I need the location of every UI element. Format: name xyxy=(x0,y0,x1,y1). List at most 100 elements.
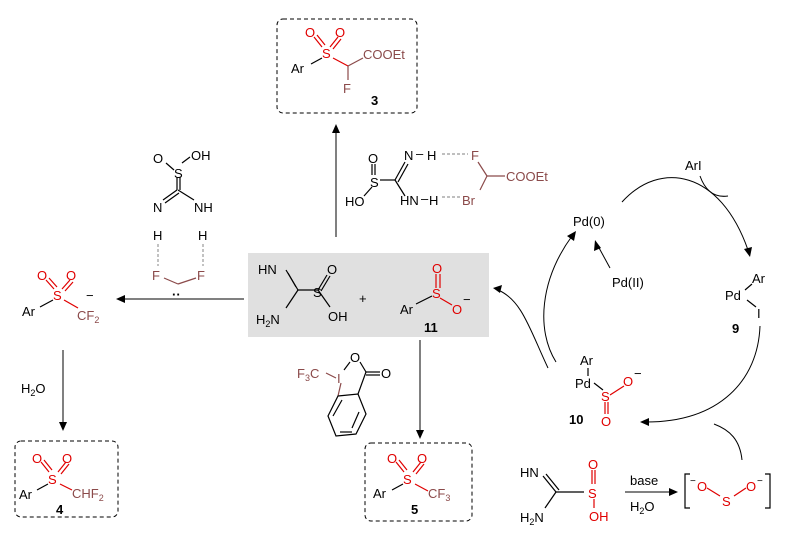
bottom-h2n-h: H xyxy=(520,510,529,525)
c10-pd: Pd xyxy=(575,376,591,391)
arc-9-to-10 xyxy=(645,325,761,423)
ctl-f-right: F xyxy=(197,268,205,283)
p5-cf3-text: CF xyxy=(428,486,445,501)
bromoester-bonds xyxy=(477,161,505,191)
p4-chf2: CHF2 xyxy=(72,486,104,503)
sulfinate-s: S xyxy=(432,286,441,301)
p4-o-right: O xyxy=(62,451,72,466)
ctl-f-left: F xyxy=(152,268,160,283)
cm-n: N xyxy=(404,148,413,163)
so2-minus-right: − xyxy=(757,476,763,487)
so2-minus-left: − xyxy=(690,476,696,487)
p5-o-right: O xyxy=(417,451,427,466)
cm-o: O xyxy=(368,151,378,166)
ctl-h-right: H xyxy=(198,228,207,243)
arrow-to-3-head xyxy=(332,124,340,133)
ctl-n: N xyxy=(153,200,162,215)
p5-ar: Ar xyxy=(373,486,387,501)
reagent-o: O xyxy=(327,262,337,277)
togni-cf3: F3C xyxy=(297,366,319,383)
product-3-box xyxy=(276,18,418,114)
compound-label-3: 3 xyxy=(371,93,378,108)
ctl-s: S xyxy=(174,166,183,181)
ari-label: ArI xyxy=(685,158,702,173)
arrow-to-left-head xyxy=(116,295,125,303)
cm-s: S xyxy=(370,175,379,190)
complex-topleft-bonds xyxy=(162,156,195,204)
c10-o-right: O xyxy=(623,374,633,389)
bottom-oh: OH xyxy=(589,509,609,524)
arrow-cycle-to-11 xyxy=(497,289,549,369)
reagent-oh: OH xyxy=(328,309,348,324)
sl-s: S xyxy=(53,288,62,303)
c9-bond-ar xyxy=(744,283,753,291)
pd2-label: Pd(II) xyxy=(612,275,644,290)
p3-f: F xyxy=(343,81,351,96)
h2o-bottom: H2O xyxy=(630,499,655,516)
c10-o-bottom: O xyxy=(601,414,611,429)
reagent-h2n: H2N xyxy=(256,312,280,329)
sulfinate-o-right: O xyxy=(452,302,462,317)
bottom-s: S xyxy=(588,486,597,501)
p4-chf2-sub: 2 xyxy=(99,493,104,503)
reagent-h2n-n: N xyxy=(270,312,279,327)
arrow-to-5-head xyxy=(416,430,424,439)
center-box xyxy=(248,253,489,337)
so2-o-right: O xyxy=(746,479,756,494)
cm-hn: HN xyxy=(400,193,419,208)
togni-cf3-f: F xyxy=(297,366,305,381)
h2o-bottom-sub: 2 xyxy=(639,506,644,516)
arrow-pd2-to-pd0-head xyxy=(594,240,601,251)
arc-pd0-to-9-head xyxy=(744,247,752,257)
sulfinate-ar: Ar xyxy=(400,302,414,317)
cm-f: F xyxy=(471,148,479,163)
p4-ar: Ar xyxy=(19,487,33,502)
h2o-bottom-o: O xyxy=(644,499,654,514)
compound-label-4: 4 xyxy=(56,502,64,517)
cm-nh-bond: – xyxy=(416,146,424,161)
reagent-s: S xyxy=(313,285,322,300)
c9-i: I xyxy=(757,306,761,321)
compound-label-5: 5 xyxy=(411,502,418,517)
togni-bonds xyxy=(325,361,380,437)
cm-h-bottom: H xyxy=(429,193,438,208)
so2-incoming xyxy=(713,423,743,461)
product-4-bonds xyxy=(36,459,73,491)
product-4-box xyxy=(14,440,119,518)
sl-minus: − xyxy=(86,288,94,303)
bottom-h2n-n: N xyxy=(534,510,543,525)
reagent-h2n-h: H xyxy=(256,312,265,327)
complex-middle-bonds xyxy=(363,161,409,197)
p3-o-right: O xyxy=(335,25,345,40)
cm-ho: HO xyxy=(345,194,365,209)
bottom-h2n: H2N xyxy=(520,510,544,527)
cm-br: Br xyxy=(462,193,476,208)
reagent-thiourea-dioxide xyxy=(285,269,331,309)
c10-bonds xyxy=(587,368,625,414)
ctl-nh: NH xyxy=(194,200,213,215)
bottom-o: O xyxy=(588,457,598,472)
product-5-bonds xyxy=(391,459,429,492)
arrow-cycle-to-11-head xyxy=(493,285,502,293)
cm-cooet: COOEt xyxy=(506,169,548,184)
c9-pd: Pd xyxy=(725,288,741,303)
ctl-o: O xyxy=(153,151,163,166)
hbond-dashes-middle xyxy=(442,153,468,198)
sulfinate-minus: − xyxy=(463,292,471,307)
plus-sign: + xyxy=(359,291,367,306)
sl-cf2: CF2 xyxy=(77,308,99,325)
cm-hn-bond: – xyxy=(421,191,429,206)
base-label: base xyxy=(630,473,658,488)
arc-pd0-to-9 xyxy=(621,177,749,251)
sulfinate-o-top: O xyxy=(432,261,442,276)
p4-s: S xyxy=(48,472,57,487)
h2o-left-sub: 2 xyxy=(30,388,35,398)
so2-s: S xyxy=(722,494,731,509)
p4-o-left: O xyxy=(32,451,42,466)
ctl-h-left: H xyxy=(153,228,162,243)
p3-cooet: COOEt xyxy=(363,47,405,62)
p3-o-left: O xyxy=(305,25,315,40)
p5-s: S xyxy=(403,472,412,487)
sl-o-right: O xyxy=(66,268,76,283)
arrow-base-head xyxy=(669,488,678,496)
